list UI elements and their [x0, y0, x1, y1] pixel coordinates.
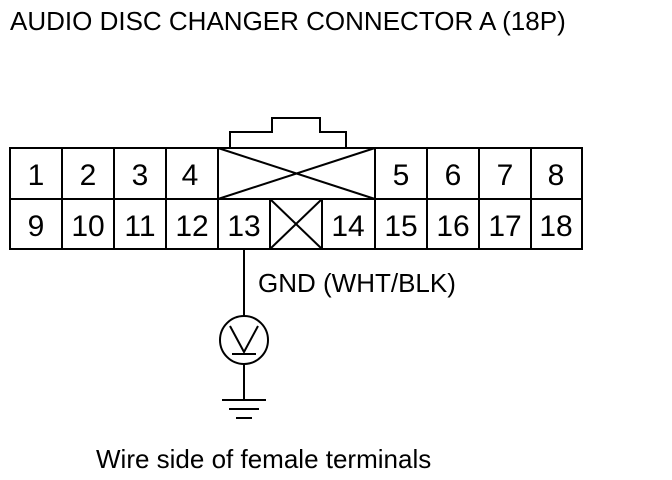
pin-9: 9: [28, 210, 45, 243]
pin-7: 7: [497, 159, 514, 192]
diagram-caption: Wire side of female terminals: [96, 444, 432, 474]
gnd-wire-label: GND (WHT/BLK): [258, 268, 456, 298]
pin-2: 2: [80, 159, 97, 192]
ground-icon: [222, 399, 266, 419]
pin-14: 14: [331, 210, 364, 243]
pin-16: 16: [436, 210, 469, 243]
pin-5: 5: [393, 159, 410, 192]
pin-15: 15: [384, 210, 417, 243]
pin-12: 12: [175, 210, 208, 243]
diagram-title: AUDIO DISC CHANGER CONNECTOR A (18P): [10, 6, 566, 36]
pin-6: 6: [445, 159, 462, 192]
pin-18: 18: [539, 210, 572, 243]
pin-10: 10: [71, 210, 104, 243]
pin-4: 4: [182, 159, 199, 192]
pin-1: 1: [28, 159, 45, 192]
voltmeter-icon: [219, 315, 269, 365]
pin-8: 8: [548, 159, 565, 192]
pin-3: 3: [132, 159, 149, 192]
pin-17: 17: [488, 210, 521, 243]
pin-11: 11: [124, 210, 155, 243]
pin-13: 13: [227, 210, 260, 243]
connector-lock-tab: [229, 117, 347, 148]
